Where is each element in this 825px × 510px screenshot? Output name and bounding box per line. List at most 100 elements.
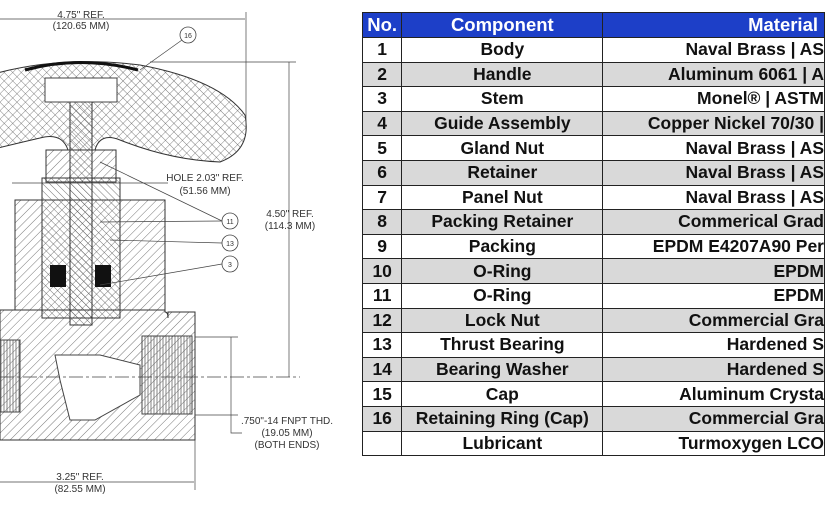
cell-component: Retainer	[401, 159, 604, 186]
height-mm-label: (114.3 MM)	[265, 221, 315, 232]
cell-material: EPDM E4207A90 Per	[602, 233, 825, 260]
body-length-mm-label: (82.55 MM)	[54, 484, 105, 495]
handle	[0, 61, 247, 163]
cell-material: EPDM	[602, 282, 825, 309]
cell-no: 13	[361, 332, 403, 358]
cell-material: Naval Brass | AS	[602, 37, 825, 63]
cell-material: EPDM	[602, 258, 825, 284]
cell-component: O-Ring	[401, 258, 604, 284]
cell-material: Aluminum 6061 | A	[602, 61, 825, 88]
cell-material: Naval Brass | AS	[602, 135, 825, 161]
cell-component: Guide Assembly	[401, 110, 604, 137]
thread-label: .750"-14 FNPT THD.	[241, 416, 333, 427]
thread-mm-label: (19.05 MM)	[261, 428, 312, 439]
cell-material: Turmoxygen LCO	[602, 430, 825, 457]
cell-component: Panel Nut	[401, 184, 604, 211]
callout-16	[179, 26, 197, 44]
cell-no	[361, 430, 403, 457]
cell-no: 16	[361, 405, 403, 432]
hole-label: HOLE 2.03" REF.	[166, 173, 243, 184]
callout-3-label: 3	[228, 262, 232, 269]
cell-component: Lubricant	[401, 430, 604, 457]
height-label: 4.50" REF.	[266, 209, 313, 220]
cell-material: Naval Brass | AS	[602, 184, 825, 211]
cell-no: 8	[361, 209, 403, 235]
flow-passage	[54, 354, 141, 421]
callout-3	[221, 255, 239, 273]
cap-recess	[44, 77, 118, 103]
cell-material: Copper Nickel 70/30 |	[602, 110, 825, 137]
cell-no: 4	[361, 110, 403, 137]
cell-no: 14	[361, 356, 403, 383]
cell-material: Commercial Gra	[602, 405, 825, 432]
cell-material: Hardened S	[602, 356, 825, 383]
cap	[24, 61, 139, 72]
left-port-thread	[0, 339, 21, 413]
header-no: No.	[361, 12, 403, 38]
body-length-label: 3.25" REF.	[56, 472, 103, 483]
hole-mm-label: (51.56 MM)	[179, 186, 230, 197]
cell-no: 2	[361, 61, 403, 88]
cell-no: 15	[361, 381, 403, 407]
cell-component: Lock Nut	[401, 307, 604, 334]
cell-component: Cap	[401, 381, 604, 407]
cell-component: Stem	[401, 86, 604, 112]
overall-width-label: 4.75" REF.	[57, 10, 104, 21]
callout-11-label: 11	[226, 219, 233, 226]
cell-no: 10	[361, 258, 403, 284]
cell-material: Hardened S	[602, 332, 825, 358]
header-component: Component	[401, 12, 604, 38]
callout-16-label: 16	[184, 33, 192, 40]
cell-component: Gland Nut	[401, 135, 604, 161]
cell-no: 9	[361, 233, 403, 260]
packing-left	[50, 265, 66, 287]
overall-width-mm-label: (120.65 MM)	[53, 21, 110, 32]
callout-11	[221, 212, 239, 230]
cell-no: 6	[361, 159, 403, 186]
cell-component: Body	[401, 37, 604, 63]
cell-component: Retaining Ring (Cap)	[401, 405, 604, 432]
cell-no: 12	[361, 307, 403, 334]
cell-material: Monel® | ASTM	[602, 86, 825, 112]
table-header-row: No. Component Material	[361, 12, 825, 38]
cell-no: 1	[361, 37, 403, 63]
cell-no: 5	[361, 135, 403, 161]
cell-component: Handle	[401, 61, 604, 88]
cell-component: Thrust Bearing	[401, 332, 604, 358]
right-port-thread	[141, 335, 193, 415]
valve-cross-section-drawing: 4.75" REF. (120.65 MM) HOLE 2.03" REF. (…	[0, 10, 333, 495]
cell-material: Naval Brass | AS	[602, 159, 825, 186]
cell-component: Packing Retainer	[401, 209, 604, 235]
callout-13	[221, 234, 239, 252]
cell-component: O-Ring	[401, 282, 604, 309]
packing-right	[95, 265, 111, 287]
cell-material: Aluminum Crysta	[602, 381, 825, 407]
cell-no: 3	[361, 86, 403, 112]
thread-note-label: (BOTH ENDS)	[255, 440, 320, 451]
cell-component: Packing	[401, 233, 604, 260]
cell-material: Commerical Grad	[602, 209, 825, 235]
cell-no: 7	[361, 184, 403, 211]
callout-13-label: 13	[226, 241, 234, 248]
cell-component: Bearing Washer	[401, 356, 604, 383]
header-material: Material	[602, 12, 825, 38]
cell-material: Commercial Gra	[602, 307, 825, 334]
cell-no: 11	[361, 282, 403, 309]
